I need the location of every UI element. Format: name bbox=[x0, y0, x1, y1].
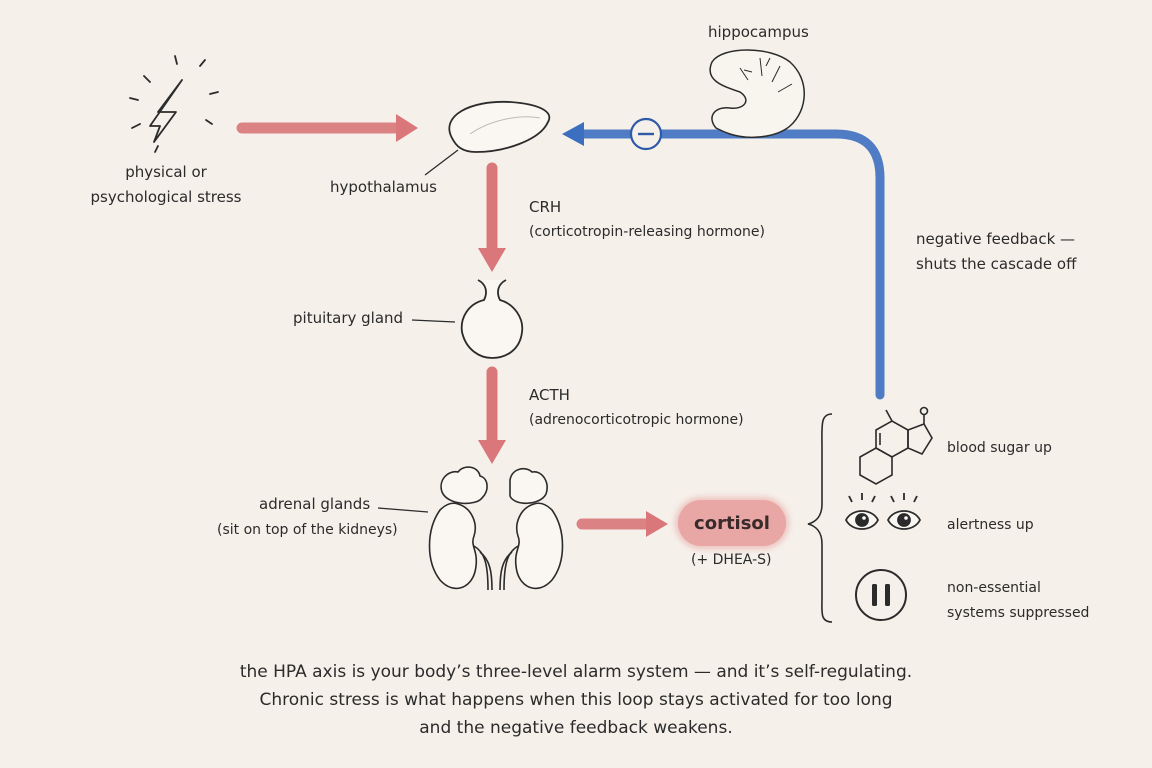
acth-full-label: (adrenocorticotropic hormone) bbox=[529, 412, 744, 428]
adrenal-label: adrenal glands bbox=[259, 495, 371, 513]
effect-label-suppressed: non-essential systems suppressed bbox=[947, 580, 1090, 621]
acth-label: ACTH bbox=[529, 386, 570, 404]
effect-label-blood-sugar: blood sugar up bbox=[947, 440, 1052, 456]
cortisol-label: cortisol bbox=[694, 512, 770, 534]
hypothalamus-icon bbox=[424, 101, 551, 176]
hypothalamus-label: hypothalamus bbox=[330, 178, 437, 196]
molecule-icon bbox=[859, 406, 933, 485]
cortisol-badge: cortisol bbox=[678, 500, 786, 546]
cortisol-arrow-head bbox=[646, 511, 668, 537]
caption: the HPA axis is your body’s three-level … bbox=[0, 658, 1152, 742]
hippocampus-label: hippocampus bbox=[708, 23, 809, 41]
adrenal-kidney-icon bbox=[377, 466, 564, 591]
effects-brace bbox=[807, 413, 833, 623]
caption-line-3: and the negative feedback weakens. bbox=[419, 718, 733, 738]
crh-arrow-head bbox=[478, 248, 506, 272]
stress-arrow-head bbox=[396, 114, 418, 142]
lightning-bolt-icon bbox=[129, 55, 219, 153]
caption-line-1: the HPA axis is your body’s three-level … bbox=[239, 662, 913, 682]
eyes-icon bbox=[844, 493, 922, 530]
pituitary-gland-icon bbox=[411, 279, 524, 359]
pituitary-label: pituitary gland bbox=[293, 309, 404, 327]
feedback-label: negative feedback — shuts the cascade of… bbox=[916, 230, 1077, 273]
crh-label: CRH bbox=[529, 198, 562, 216]
stress-label: physical or psychological stress bbox=[90, 163, 242, 206]
adrenal-note-label: (sit on top of the kidneys) bbox=[217, 522, 398, 538]
negative-feedback-arrow bbox=[577, 129, 885, 400]
dhea-label: (+ DHEA-S) bbox=[691, 552, 772, 568]
negative-feedback-arrow-head bbox=[562, 122, 584, 146]
crh-full-label: (corticotropin-releasing hormone) bbox=[529, 224, 765, 240]
caption-line-2: Chronic stress is what happens when this… bbox=[259, 690, 893, 710]
effect-label-alertness: alertness up bbox=[947, 517, 1034, 533]
hippocampus-icon bbox=[709, 49, 805, 139]
acth-arrow-head bbox=[478, 440, 506, 464]
pause-icon bbox=[855, 569, 907, 621]
